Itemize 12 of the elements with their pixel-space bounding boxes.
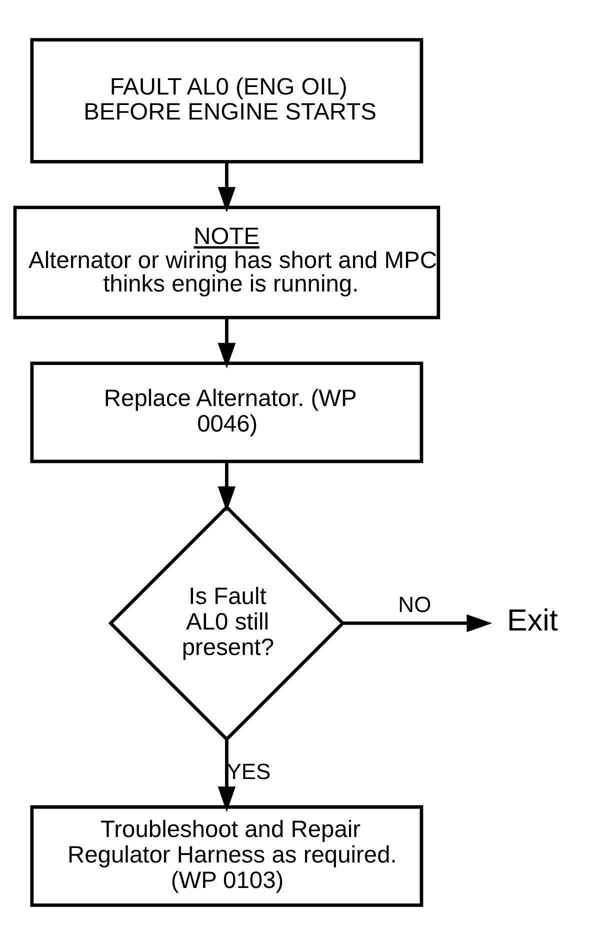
node-box: Troubleshoot and Repair Regulator Harness as required. (WP 0103) bbox=[30, 805, 424, 907]
arrow bbox=[218, 318, 236, 368]
arrow bbox=[218, 162, 236, 212]
node-diamond: Is Fault AL0 still present? bbox=[108, 504, 346, 742]
arrow bbox=[218, 740, 236, 812]
arrow bbox=[218, 462, 236, 512]
edge-label: NO bbox=[398, 592, 432, 618]
node-box: NOTE Alternator or wiring has short and MPC thinks engine is running. bbox=[13, 206, 440, 320]
node-box: Replace Alternator. (WP 0046) bbox=[30, 362, 424, 464]
arrow bbox=[343, 614, 492, 632]
node-box: FAULT AL0 (ENG OIL) BEFORE ENGINE STARTS bbox=[30, 38, 424, 164]
node-text: Exit bbox=[507, 604, 558, 638]
